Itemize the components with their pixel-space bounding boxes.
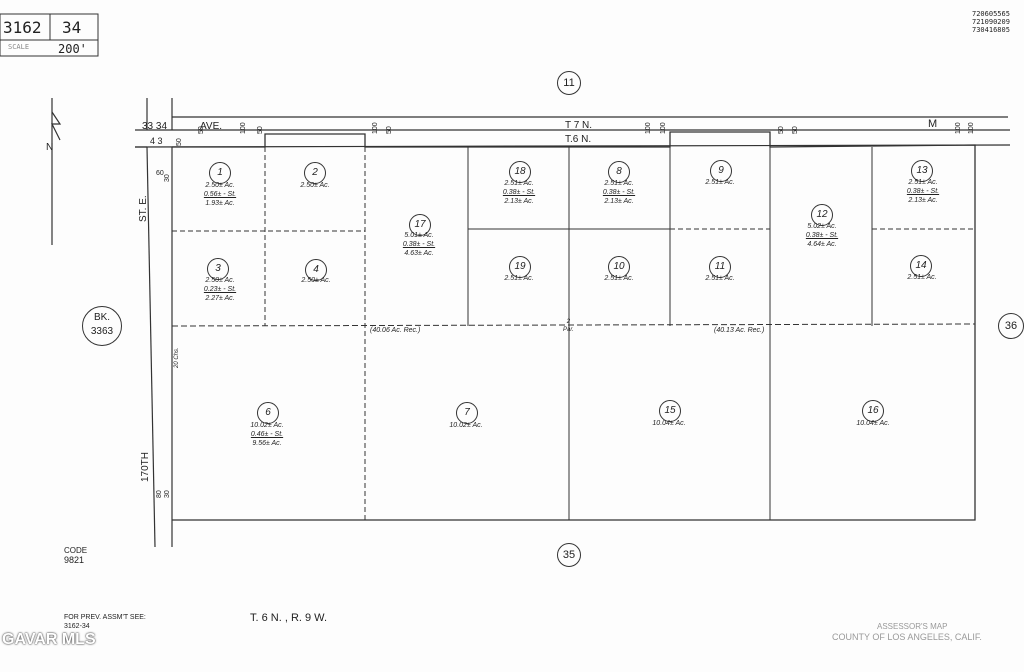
header-box [0,13,99,57]
street-dimension: 20 Chs. [174,347,180,368]
dim: 50 [257,126,264,134]
adjacent-map-top: 11 [557,71,581,95]
lot-number: 15 [659,400,681,422]
book-number: 3162 [3,18,42,37]
lot-acreage: 2.50± Ac. [301,277,331,284]
lot-number: 18 [509,161,531,183]
dim: 80 [156,490,163,498]
lot-number: 11 [709,256,731,278]
dim: 50 [778,126,785,134]
dim: 50 [176,138,183,146]
adjacent-book: BK. 3363 [82,306,122,346]
lot-acreage: 2.51± Ac.0.38± - St.2.13± Ac. [602,180,636,205]
section-numbers-top: 33 34 [142,121,168,132]
lot-acreage: 10.02± Ac.0.46± - St.9.56± Ac. [250,422,284,447]
lot-acreage: 2.50± Ac.0.23± - St.2.27± Ac. [203,277,237,302]
lot-number: 12 [811,204,833,226]
street-suffix: ST. E. [138,195,149,222]
ref-number-3: 730416805 [972,26,1010,34]
lot-number: 10 [608,256,630,278]
dim: 60 [156,170,164,177]
assessor-county: COUNTY OF LOS ANGELES, CALIF. [832,632,982,642]
lot-number: 16 [862,400,884,422]
lot-number: 14 [910,255,932,277]
page-number: 34 [62,18,82,37]
township-7n: T 7 N. [565,120,593,131]
dim: 30 [164,490,171,498]
lot-acreage: 2.51± Ac. [504,275,534,282]
dim: 50 [386,126,393,134]
lot-number: 17 [409,214,431,236]
lot-acreage: 10.02± Ac. [449,422,483,429]
section-numbers-bottom: 4 3 [150,136,163,146]
assessor-map-title: ASSESSOR'S MAP [877,622,948,631]
lot-number: 8 [608,161,630,183]
ref-number-1: 720605565 [972,10,1010,18]
lot-acreage: 2.51± Ac.0.38± - St.2.13± Ac. [502,180,536,205]
dim: 50 [198,126,205,134]
dim: 100 [955,122,962,134]
mls-watermark: GAVAR MLS [2,631,96,648]
street-170th [135,98,173,548]
lot-number: 4 [305,259,327,281]
lot-acreage: 2.50± Ac.0.56± - St.1.93± Ac. [203,182,237,207]
lot-lines [171,147,976,520]
street-name-170th: 170TH [140,451,151,482]
scale-value: 200' [58,42,87,56]
lot-acreage: 2.51± Ac. [705,275,735,282]
lot-number: 6 [257,402,279,424]
prev-assessment-ref: 3162-34 [64,623,90,630]
code-label: CODE [64,546,88,555]
adjacent-map-right: 36 [998,313,1024,339]
lot-acreage: 10.04± Ac. [856,420,890,427]
dim: 100 [240,122,247,134]
dim: 100 [660,122,667,134]
lot-number: 3 [207,258,229,280]
parcel-outer [172,131,976,521]
code-value: 9821 [64,555,85,565]
prev-assessment-label: FOR PREV. ASSM'T SEE: [64,614,146,621]
avenue-label: AVE. [200,121,223,132]
township-range: T. 6 N. , R. 9 W. [250,612,328,624]
lot-acreage: 2.51± Ac. [907,274,937,281]
lot-acreage: 5.01± Ac.0.38± - St.4.63± Ac. [402,232,436,257]
parcel-mark: 2 Par. [563,319,574,333]
avenue-m [134,116,1011,148]
lot-acreage: 5.02± Ac.0.38± - St.4.64± Ac. [805,223,839,248]
lot-number: 19 [509,256,531,278]
avenue-letter: M [928,118,938,130]
dim: 100 [372,122,379,134]
lot-number: 13 [911,160,933,182]
adjacent-map-bottom: 35 [557,543,581,567]
lot-acreage: 2.50± Ac. [300,182,330,189]
lot-number: 7 [456,402,478,424]
lot-acreage: 2.51± Ac.0.38± - St.2.13± Ac. [906,179,940,204]
north-arrow [51,98,62,245]
lot-acreage: 10.04± Ac. [652,420,686,427]
township-6n: T.6 N. [565,134,592,145]
lot-number: 9 [710,160,732,182]
north-label: N [46,142,54,153]
dim: 30 [164,174,171,182]
record-acreage-right: (40.13 Ac. Rec.) [714,327,765,334]
dim: 100 [968,122,975,134]
lot-number: 1 [209,162,231,184]
dim: 50 [792,126,799,134]
ref-number-2: 721090209 [972,18,1010,26]
lot-acreage: 2.51± Ac. [705,179,735,186]
scale-prefix: SCALE [8,43,30,51]
lot-number: 2 [304,162,326,184]
dim: 100 [645,122,652,134]
lot-acreage: 2.51± Ac. [604,275,634,282]
record-acreage-left: (40.06 Ac. Rec.) [370,327,421,334]
